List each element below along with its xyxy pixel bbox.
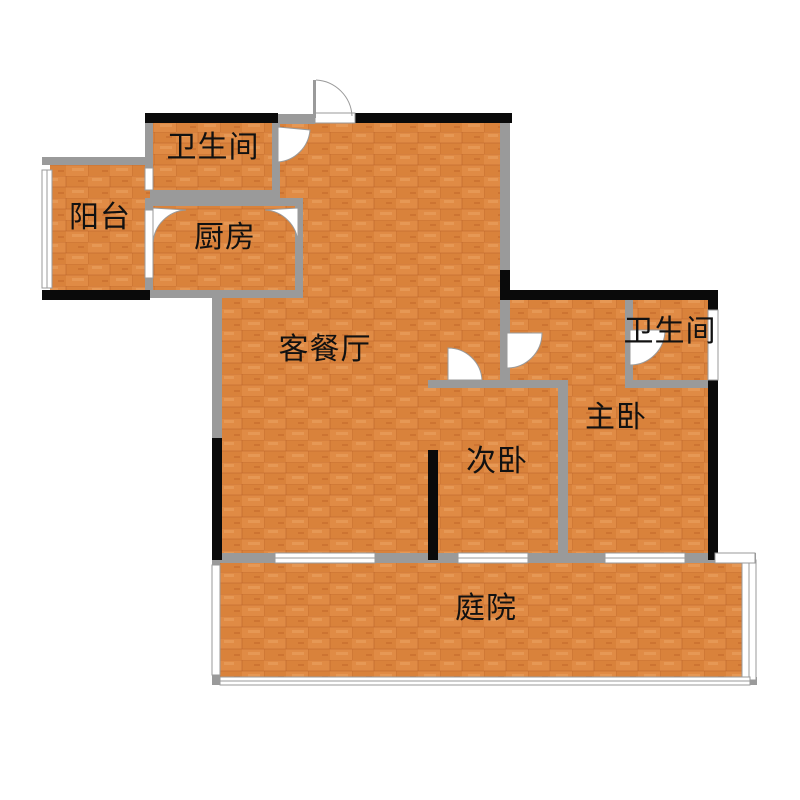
wall-master-hall-left: [500, 295, 510, 385]
label-living-dining: 客餐厅: [278, 332, 372, 367]
window-bath-left: [144, 167, 154, 191]
wall-living-left-lower: [212, 438, 222, 560]
door-bathroom-master: [629, 329, 666, 366]
window-kitchen-left: [144, 209, 154, 279]
wall-bedroom2-left: [428, 450, 438, 560]
wall-top-right: [355, 113, 512, 123]
wall-right-step: [500, 270, 510, 295]
label-bathroom-master: 卫生间: [623, 314, 717, 349]
wall-master-left: [558, 380, 568, 560]
wall-kitchen-bottom: [148, 290, 303, 298]
label-kitchen: 厨房: [194, 220, 256, 255]
floor-second-bedroom: [432, 385, 562, 555]
wall-bedroom2-top: [428, 380, 562, 388]
wall-bath-left: [145, 118, 153, 168]
door-kitchen: [152, 207, 299, 244]
label-bathroom-top: 卫生间: [166, 130, 260, 165]
floor-balcony: [50, 165, 150, 293]
wall-living-left-upper: [212, 293, 222, 438]
doors: [152, 79, 666, 381]
wall-right-upper: [500, 118, 510, 273]
door-master: [506, 332, 543, 369]
wall-bath-right: [272, 118, 280, 198]
label-second-bedroom: 次卧: [466, 444, 528, 479]
wall-master-bath-bottom: [625, 380, 715, 388]
floors: [50, 118, 748, 680]
wall-kitchen-top: [145, 198, 300, 206]
windows: [41, 112, 757, 686]
wall-kitchen-right: [295, 198, 303, 298]
window-master-bath-right: [707, 309, 719, 381]
wall-right-lower: [708, 380, 718, 560]
window-courtyard-left: [211, 564, 221, 676]
wall-master-bath-left: [625, 300, 633, 385]
window-corner-right: [714, 552, 756, 564]
label-balcony: 阳台: [69, 200, 131, 235]
window-top-entry: [314, 112, 356, 124]
floor-bathroom-top: [150, 123, 278, 195]
wall-master-top-right: [708, 290, 718, 310]
wall-balcony-top: [42, 157, 150, 165]
floor-kitchen: [150, 205, 295, 293]
floor-courtyard: [218, 560, 748, 680]
wall-balcony-bottom: [42, 290, 150, 300]
door-entry: [313, 79, 353, 118]
wall-master-top: [500, 290, 718, 300]
wall-top-left: [145, 113, 278, 123]
floor-living-dining: [220, 118, 505, 555]
label-courtyard: 庭院: [455, 591, 517, 626]
wall-top-gray: [275, 114, 315, 124]
door-bedroom2: [447, 347, 483, 381]
floor-master-bedroom: [562, 380, 712, 555]
wall-bath-bottom: [150, 190, 280, 198]
door-bathroom-top: [277, 126, 311, 163]
walls-black: [42, 113, 718, 560]
label-master-bedroom: 主卧: [585, 400, 647, 435]
